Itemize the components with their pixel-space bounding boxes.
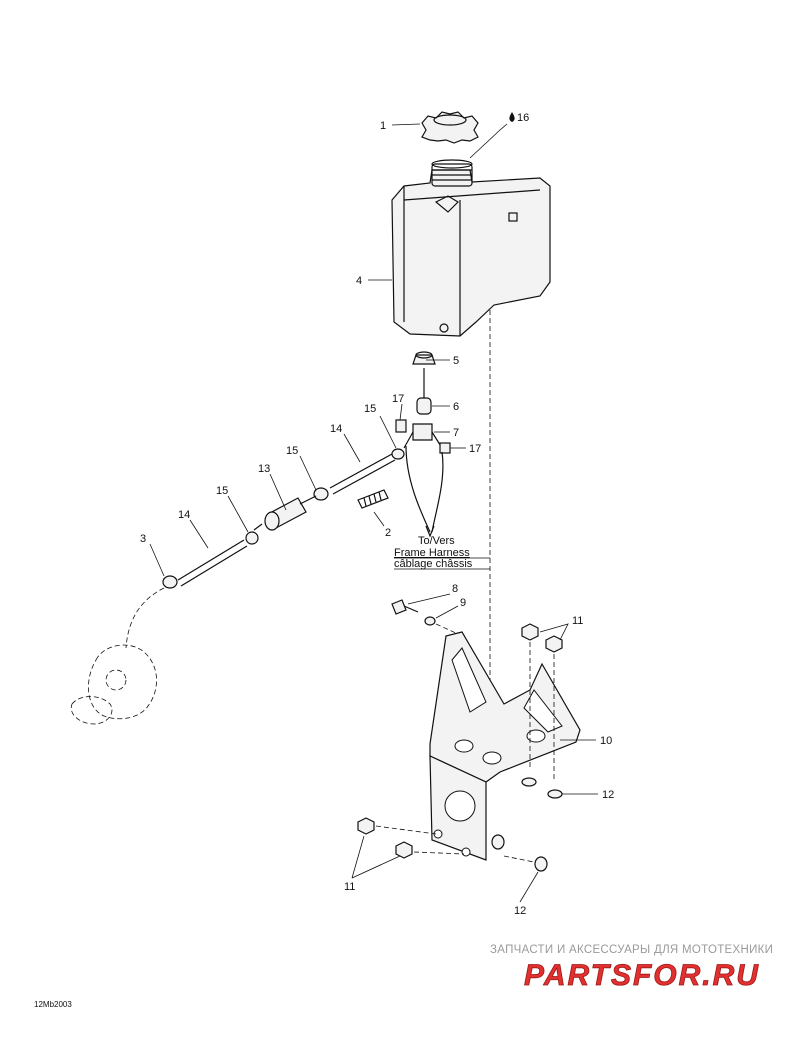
nut-part-upper-1 <box>521 623 539 641</box>
alignment-line-nut-3 <box>375 825 437 835</box>
washer-part-lower-1 <box>491 834 505 850</box>
fuel-tank-part <box>391 159 551 337</box>
callout-15-lower: 15 <box>216 485 228 497</box>
callout-3: 3 <box>140 533 146 545</box>
reference-code: 12Mb2003 <box>34 1000 72 1009</box>
clip-part-lower <box>439 442 451 454</box>
mounting-bracket-part <box>429 631 581 861</box>
callout-6: 6 <box>453 401 459 413</box>
callout-12-lower: 12 <box>514 905 526 917</box>
callout-11-upper: 11 <box>572 615 583 627</box>
hose-clamp-upper <box>391 448 405 460</box>
callout-4: 4 <box>356 275 362 287</box>
fuel-line-lower-part <box>177 539 248 587</box>
connection-line-pump <box>125 587 165 649</box>
fuel-pickup-part <box>416 368 432 415</box>
washer-part-upper-2 <box>547 789 563 799</box>
callout-10: 10 <box>600 735 612 747</box>
spring-clamp-part <box>357 489 389 509</box>
callout-8: 8 <box>452 583 458 595</box>
hose-clamp-filter-left <box>245 531 259 545</box>
harness-label-underline <box>394 557 490 570</box>
harness-arrow <box>425 525 435 538</box>
washer-part-lower-2 <box>534 856 548 872</box>
callout-15-middle: 15 <box>286 445 298 457</box>
callout-12-upper: 12 <box>602 789 614 801</box>
nut-part-lower-2 <box>395 841 413 859</box>
alignment-line-bolt <box>435 623 459 635</box>
washer-part-upper-1 <box>521 777 537 787</box>
nut-part-upper-2 <box>545 635 563 653</box>
fuel-line-upper-part <box>329 453 396 495</box>
harness-label-line1: To/Vers <box>418 535 455 547</box>
washer-part-bolt <box>424 616 436 626</box>
bolt-part <box>391 599 419 615</box>
harness-label-line3: câblage châssis <box>394 558 473 570</box>
grommet-part <box>412 351 436 365</box>
alignment-line-nut-4 <box>413 851 465 855</box>
tee-fitting-part <box>403 423 443 449</box>
nut-part-lower-1 <box>357 817 375 835</box>
callout-1: 1 <box>380 120 386 132</box>
callout-7: 7 <box>453 427 459 439</box>
watermark-logo: PARTSFOR.RU <box>524 959 760 992</box>
callout-15-upper: 15 <box>364 403 376 415</box>
watermark-tagline: ЗАПЧАСТИ И АКСЕССУАРЫ ДЛЯ МОТОТЕХНИКИ <box>490 944 774 956</box>
lubricant-drop-icon <box>509 112 515 122</box>
harness-label-line2: Frame Harness <box>394 547 470 559</box>
callout-17-upper: 17 <box>392 393 404 405</box>
callout-17-lower: 17 <box>469 443 481 455</box>
fuel-pump-ghost <box>70 644 157 725</box>
hose-clamp-carburetor <box>162 575 178 589</box>
fuel-cap-part <box>421 111 479 144</box>
callout-14-upper: 14 <box>330 423 342 435</box>
callout-16: 16 <box>517 112 529 124</box>
fuel-filter-part <box>253 495 317 531</box>
callout-2: 2 <box>385 527 391 539</box>
callout-11-lower: 11 <box>344 881 355 893</box>
callout-9: 9 <box>460 597 466 609</box>
clip-part-upper <box>395 419 407 433</box>
harness-wire <box>405 445 444 533</box>
leader-lines <box>149 123 598 903</box>
callout-14-lower: 14 <box>178 509 190 521</box>
alignment-line-washer <box>503 855 535 863</box>
watermark-logo-text: PARTSFOR.RU <box>524 959 760 992</box>
hose-clamp-filter-right <box>313 487 329 501</box>
callout-5: 5 <box>453 355 459 367</box>
callout-13: 13 <box>258 463 270 475</box>
